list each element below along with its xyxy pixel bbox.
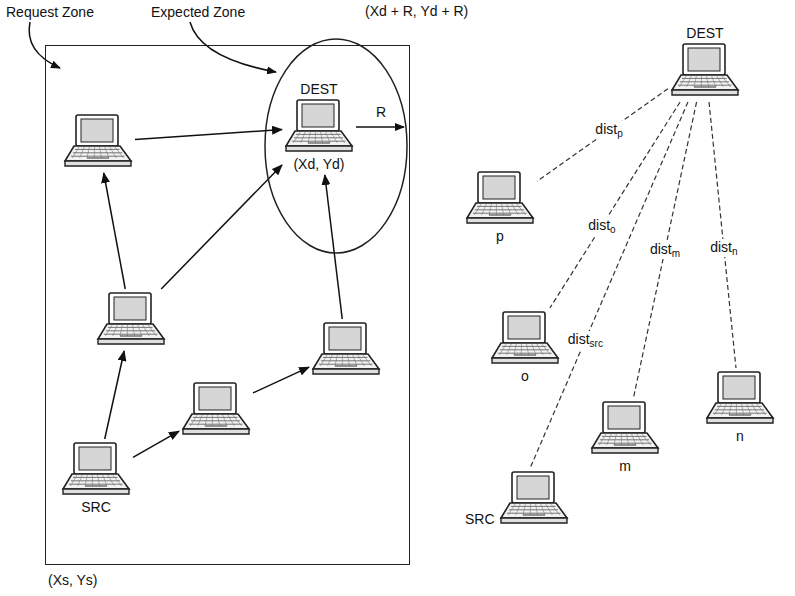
coordinate-label: (Xd, Yd) <box>293 156 344 173</box>
request-zone-box: Request ZoneExpected ZoneDEST(Xd, Yd)SRC <box>45 45 410 565</box>
laptop-icon <box>590 400 660 458</box>
laptop-node <box>181 381 251 439</box>
node-name: SRC <box>465 511 495 528</box>
coordinate-label: (Xd + R, Yd + R) <box>365 3 468 20</box>
edge-label: distn <box>708 239 739 257</box>
laptop-icon <box>63 113 133 171</box>
route-arrow <box>104 173 126 289</box>
node-name: n <box>736 428 744 445</box>
edge-label: distsrc <box>566 331 605 349</box>
laptop-icon <box>311 321 381 379</box>
route-arrow <box>105 351 124 439</box>
laptop-icon <box>670 42 740 100</box>
laptop-node: p <box>465 170 535 245</box>
node-name: DEST <box>300 81 337 98</box>
node-name: SRC <box>81 499 111 516</box>
laptop-icon <box>181 381 251 439</box>
edge-label: distm <box>648 241 682 259</box>
distance-line <box>550 102 680 308</box>
laptop-icon <box>465 170 535 228</box>
laptop-node <box>63 113 133 171</box>
laptop-icon <box>705 370 775 428</box>
distance-line <box>633 102 696 398</box>
zone-label: Expected Zone <box>151 4 245 21</box>
radius-arrow <box>356 126 404 128</box>
laptop-icon <box>284 98 354 156</box>
zone-label: Request Zone <box>6 4 94 21</box>
callout-arrow <box>190 22 276 72</box>
route-arrow <box>253 367 309 393</box>
laptop-node: SRC <box>465 470 569 528</box>
distance-line <box>709 102 736 368</box>
edge-label: disto <box>586 217 617 235</box>
laptop-node <box>311 321 381 379</box>
route-arrow <box>135 130 282 140</box>
laptop-node: m <box>590 400 660 475</box>
edge-label: distp <box>593 121 624 139</box>
laptop-node: o <box>490 310 560 385</box>
laptop-icon <box>490 310 560 368</box>
coordinate-label: R <box>376 104 386 121</box>
laptop-node <box>96 291 166 349</box>
node-name: m <box>619 458 631 475</box>
node-name: o <box>521 368 529 385</box>
laptop-icon <box>61 441 131 499</box>
laptop-node: SRC <box>61 441 131 516</box>
distance-line <box>530 102 688 468</box>
laptop-node: DEST <box>670 25 740 100</box>
laptop-icon <box>499 470 569 528</box>
distance-line <box>537 89 668 182</box>
route-arrow <box>325 175 342 319</box>
node-name: p <box>496 228 504 245</box>
laptop-node: n <box>705 370 775 445</box>
coordinate-label: (Xs, Ys) <box>48 572 98 589</box>
route-arrow <box>133 431 179 457</box>
laptop-icon <box>96 291 166 349</box>
node-name: DEST <box>686 25 723 42</box>
route-arrow <box>161 165 282 289</box>
laptop-node: DEST (Xd, Yd) <box>284 81 354 173</box>
expected-zone-ellipse: Expected ZoneDEST(Xd, Yd) <box>264 38 408 254</box>
